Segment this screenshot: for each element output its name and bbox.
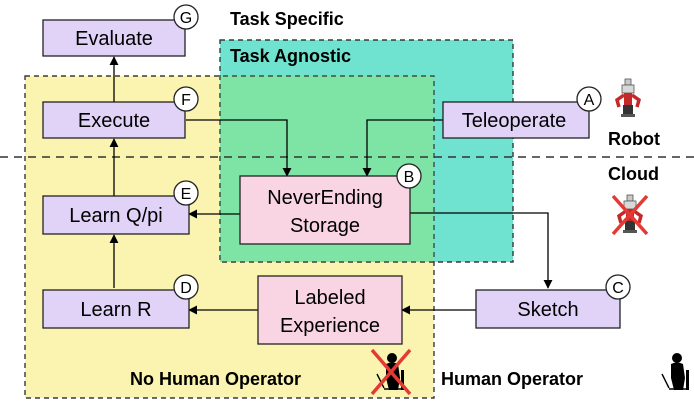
labeled-experience-node[interactable]: Labeled Experience — [257, 275, 403, 345]
human-operator-label: Human Operator — [441, 369, 583, 389]
learn-q-badge — [173, 180, 199, 206]
evaluate-label: Evaluate — [75, 28, 153, 50]
arrow-storage-to-sketch — [410, 212, 553, 289]
robot-label: Robot — [608, 129, 660, 149]
evaluate-badge — [173, 4, 199, 30]
learn-q-badge-letter: E — [181, 186, 192, 203]
storage-label-line2: Storage — [290, 215, 360, 237]
learn-r-badge — [173, 274, 199, 300]
learn-q-node[interactable]: Learn Q/pi E — [42, 180, 199, 235]
no-human-operator-label: No Human Operator — [130, 369, 301, 389]
task-specific-border — [24, 75, 435, 399]
learn-q-label: Learn Q/pi — [69, 205, 162, 227]
execute-node[interactable]: Execute F — [42, 86, 199, 139]
sketch-badge — [605, 274, 631, 300]
execute-badge — [173, 86, 199, 112]
sketch-label: Sketch — [517, 299, 578, 321]
execute-label: Execute — [78, 110, 150, 132]
teleoperate-node[interactable]: Teleoperate A — [442, 86, 602, 139]
storage-badge — [396, 163, 422, 189]
sketch-node[interactable]: Sketch C — [475, 274, 631, 329]
storage-label-line1: NeverEnding — [267, 187, 383, 209]
arrow-teleoperate-to-storage — [362, 119, 443, 177]
task-agnostic-label: Task Agnostic — [230, 46, 351, 66]
teleoperate-badge-letter: A — [584, 92, 595, 109]
arrow-execute-to-storage — [186, 119, 292, 177]
sketch-badge-letter: C — [612, 280, 624, 297]
evaluate-badge-letter: G — [180, 10, 192, 27]
teleoperate-label: Teleoperate — [462, 110, 567, 132]
teleoperate-badge — [576, 86, 602, 112]
labeled-label-line1: Labeled — [294, 287, 365, 309]
cloud-label: Cloud — [608, 164, 659, 184]
storage-badge-letter: B — [404, 169, 415, 186]
task-specific-label: Task Specific — [230, 9, 344, 29]
evaluate-node[interactable]: Evaluate G — [42, 4, 199, 57]
execute-badge-letter: F — [181, 92, 191, 109]
learn-r-badge-letter: D — [180, 280, 192, 297]
robot-arm-icon — [615, 77, 641, 119]
human-operator-icon — [661, 352, 690, 391]
storage-node[interactable]: NeverEnding Storage B — [239, 163, 422, 245]
labeled-label-line2: Experience — [280, 315, 380, 337]
task-agnostic-border — [219, 39, 514, 263]
learn-r-label: Learn R — [80, 299, 151, 321]
robot-arm-crossed-icon — [611, 193, 649, 236]
learn-r-node[interactable]: Learn R D — [42, 274, 199, 329]
human-operator-crossed-icon — [370, 348, 412, 396]
